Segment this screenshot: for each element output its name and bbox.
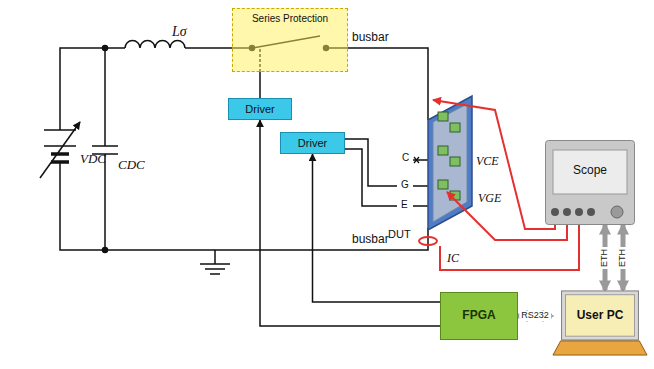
- drawing-part: [563, 208, 571, 216]
- capacitance-label: CDC: [118, 158, 145, 173]
- junction-dot: [103, 46, 108, 51]
- top-rail: [60, 48, 125, 130]
- busbar-label: busbar: [352, 233, 389, 247]
- inductance-label: Lσ: [172, 24, 187, 40]
- drawing-part: [611, 206, 623, 218]
- device-label: DUT: [388, 228, 411, 241]
- drawing-part: [587, 208, 595, 216]
- driver-box: Driver: [280, 132, 345, 154]
- edge-label: ETH: [600, 247, 610, 269]
- node-text: FPGA: [462, 309, 495, 323]
- drawing-part: [553, 150, 627, 194]
- drawing-part: [553, 341, 647, 355]
- signal-name: VCE: [476, 155, 499, 169]
- node-text: Driver: [245, 103, 274, 116]
- signal-name: VGE: [478, 192, 501, 206]
- driver-box: Driver: [228, 98, 292, 120]
- ic-probe-wire: [440, 225, 579, 270]
- pin-name: C: [402, 152, 409, 164]
- fpga-box: FPGA: [440, 292, 518, 340]
- drawing-part: [433, 104, 467, 222]
- pin-name: E: [401, 199, 408, 211]
- laptop-pc: User PC: [552, 290, 648, 356]
- signal-name: IC: [447, 252, 459, 266]
- pin-name: G: [401, 179, 409, 191]
- voltage-label: VDC: [80, 152, 106, 167]
- drawing-part: [551, 208, 559, 216]
- node-text: Scope: [573, 164, 607, 178]
- node-text: Series Protection: [252, 13, 328, 25]
- terminal-pin: [413, 160, 428, 206]
- junction-dot: [103, 248, 108, 253]
- node-text: User PC: [577, 309, 624, 323]
- edge-label: ETH: [618, 247, 628, 269]
- battery-plate: [44, 129, 76, 131]
- battery-plate: [51, 160, 69, 164]
- variable-arrow: [40, 122, 80, 178]
- capacitor-symbol: [92, 48, 118, 250]
- edge-label: RS232: [519, 311, 551, 321]
- drawing-part: [575, 208, 583, 216]
- igbt-chip: [438, 146, 448, 155]
- signal-line: [260, 120, 440, 326]
- laptop-pc-outline: [552, 290, 648, 356]
- vce-probe-wire: [433, 100, 555, 229]
- signal-line: [313, 154, 441, 302]
- drawing-part: [438, 112, 460, 200]
- node-text: Driver: [298, 137, 327, 150]
- collector-mark: [414, 157, 419, 163]
- gate-wire: [345, 139, 397, 186]
- battery-plate: [51, 152, 69, 156]
- ground-symbol: [200, 250, 230, 274]
- oscilloscope: Scope: [545, 140, 635, 225]
- oscilloscope-outline: [545, 140, 635, 225]
- battery-plate: [44, 145, 76, 147]
- drawing-part: [546, 141, 635, 225]
- inductor-symbol: [125, 41, 185, 48]
- igbt-chip: [438, 112, 448, 121]
- busbar-label: busbar: [352, 31, 389, 45]
- drawing-part: [565, 295, 634, 336]
- igbt-chip: [438, 180, 448, 189]
- igbt-chip: [450, 157, 460, 166]
- signal-line: [259, 72, 261, 98]
- current-probe: [419, 237, 437, 245]
- drawing-part: [562, 291, 639, 340]
- protection-box: Series Protection: [232, 8, 348, 72]
- emitter-wire: [345, 149, 397, 206]
- igbt-chip: [450, 123, 460, 132]
